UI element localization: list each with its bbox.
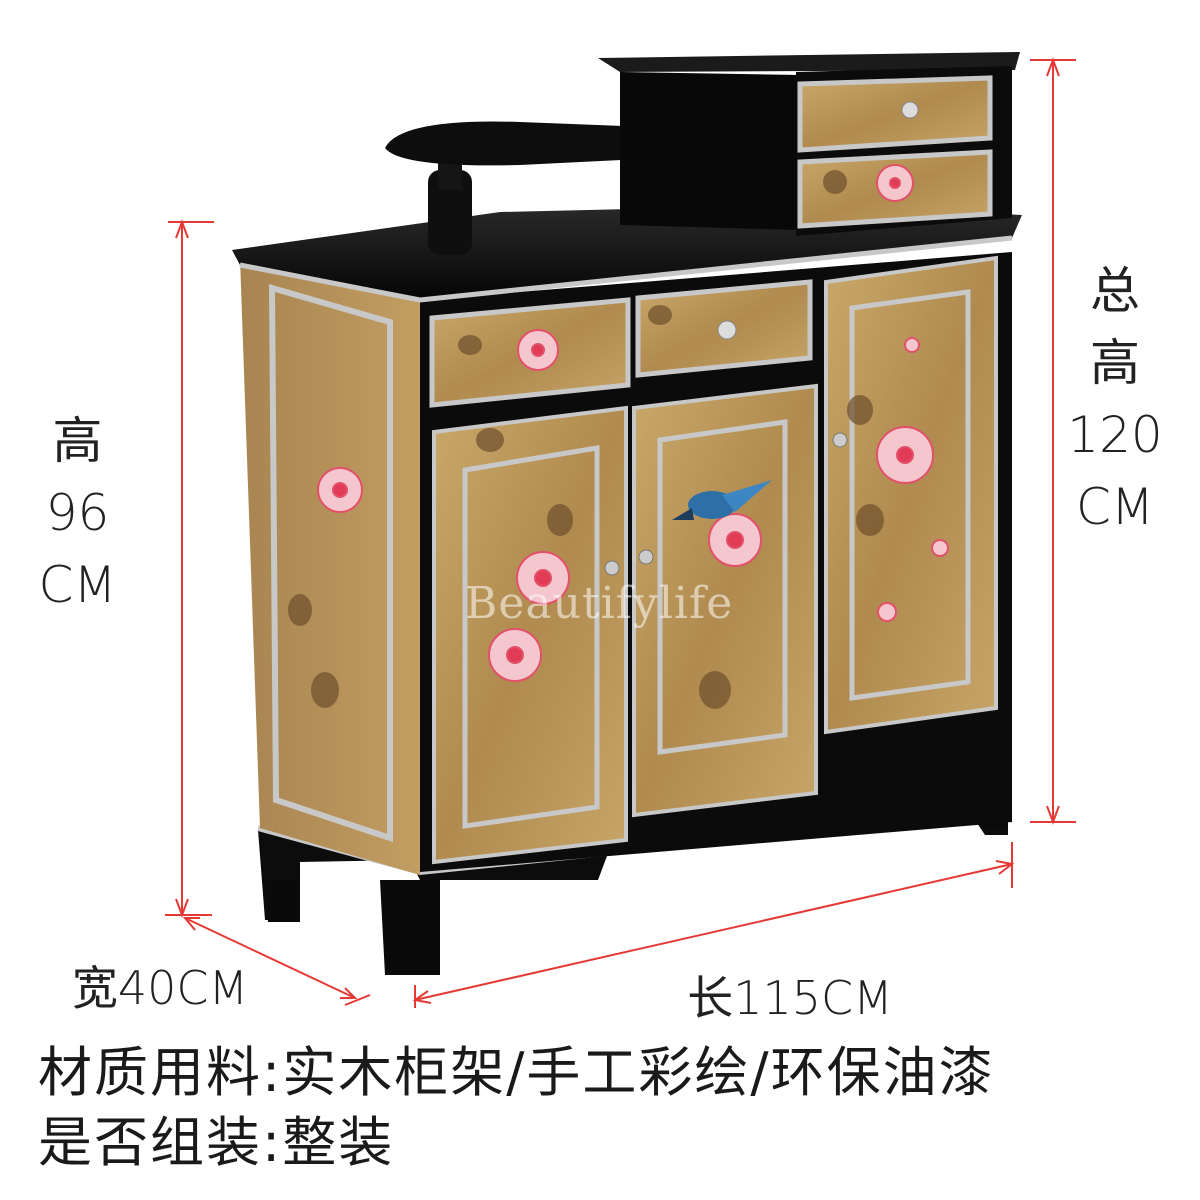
height-label-char: 高 — [52, 412, 103, 470]
watermark-text: Beautifylife — [465, 578, 734, 629]
total-height-label-value: 120 — [1067, 406, 1163, 464]
height-label-unit: CM — [38, 556, 117, 614]
total-height-label-char-1: 总 — [1090, 262, 1140, 320]
cabinet-side-panel — [240, 258, 420, 875]
total-height-label-char-2: 高 — [1090, 334, 1140, 392]
total-height-label: 总 高 120 CM — [1060, 255, 1170, 543]
cabinet-front — [420, 252, 1012, 872]
length-label: 长115CM — [687, 971, 893, 1025]
painted-leaves — [288, 170, 884, 709]
assembly-spec: 是否组装:整装 — [38, 1111, 395, 1174]
dimension-lines — [165, 57, 1076, 1008]
width-label: 宽40CM — [71, 961, 249, 1015]
painted-blossoms — [317, 164, 949, 682]
height-label-value: 96 — [45, 484, 110, 542]
material-spec: 材质用料:实木柜架/手工彩绘/环保油漆 — [38, 1041, 995, 1104]
total-height-label-unit: CM — [1075, 478, 1155, 536]
cabinet-upper-tier — [385, 52, 1020, 255]
height-label: 高 96 CM — [30, 405, 125, 621]
painted-bird — [672, 480, 772, 520]
